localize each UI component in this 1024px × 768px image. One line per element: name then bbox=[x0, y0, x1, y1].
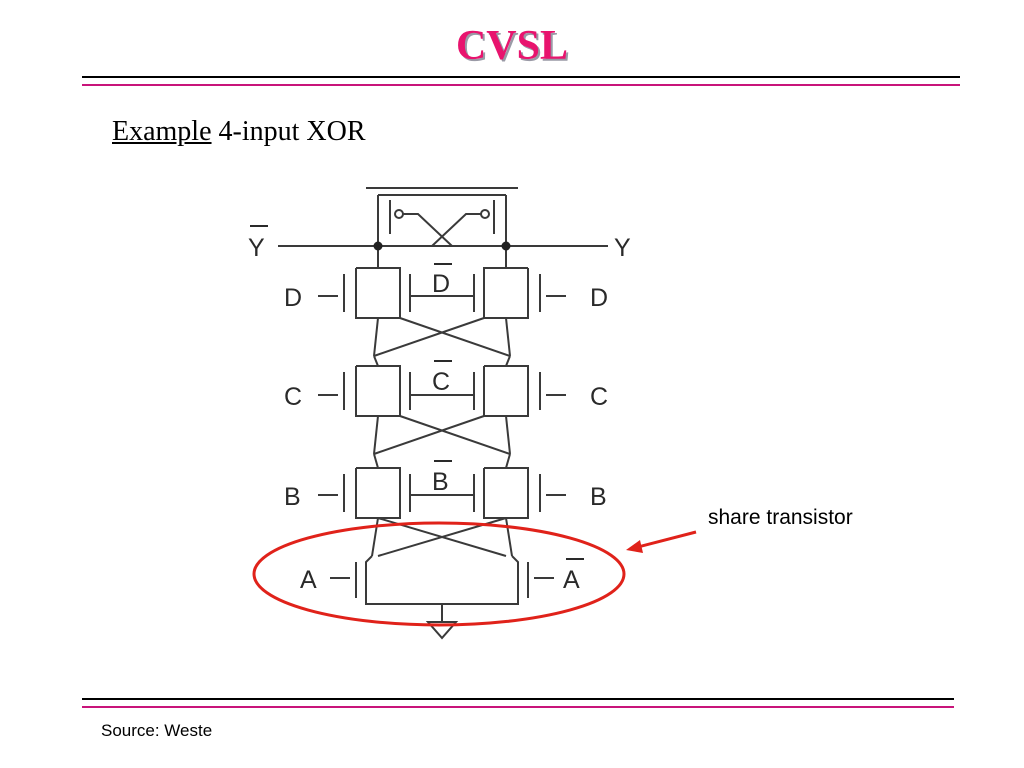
schematic-wires bbox=[278, 187, 608, 640]
node-ybar bbox=[373, 241, 383, 251]
label-c-right: C bbox=[590, 383, 608, 411]
label-a-left: A bbox=[300, 566, 317, 594]
slide-subtitle: Example 4-input XOR bbox=[112, 116, 366, 148]
label-b-bar: B bbox=[432, 468, 449, 496]
label-b-left: B bbox=[284, 483, 301, 511]
footer-rule-accent bbox=[82, 706, 954, 708]
ground-symbol bbox=[425, 621, 459, 640]
label-c-bar: C bbox=[432, 368, 450, 396]
header-rule-accent bbox=[82, 84, 960, 86]
page-title: CVSL bbox=[455, 23, 569, 69]
label-y: Y bbox=[614, 234, 631, 262]
annotation-arrow-head bbox=[626, 540, 643, 553]
annotation-arrow-shaft bbox=[633, 530, 697, 550]
label-d-bar: D bbox=[432, 270, 450, 298]
subtitle-text: 4-input XOR bbox=[211, 116, 366, 147]
footer-rule-dark bbox=[82, 698, 954, 700]
label-ybar: Y bbox=[248, 234, 265, 262]
node-y bbox=[501, 241, 511, 251]
subtitle-example: Example bbox=[112, 116, 212, 147]
overbars bbox=[250, 225, 584, 560]
shared-transistor-highlight bbox=[252, 521, 626, 627]
label-b-right: B bbox=[590, 483, 607, 511]
label-a-bar: A bbox=[563, 566, 580, 594]
label-c-left: C bbox=[284, 383, 302, 411]
footer-source: Source: Weste bbox=[101, 721, 213, 740]
label-d-right: D bbox=[590, 284, 608, 312]
label-d-left: D bbox=[284, 284, 302, 312]
annotation-share-transistor: share transistor bbox=[708, 506, 853, 529]
header-rule-dark bbox=[82, 76, 960, 78]
